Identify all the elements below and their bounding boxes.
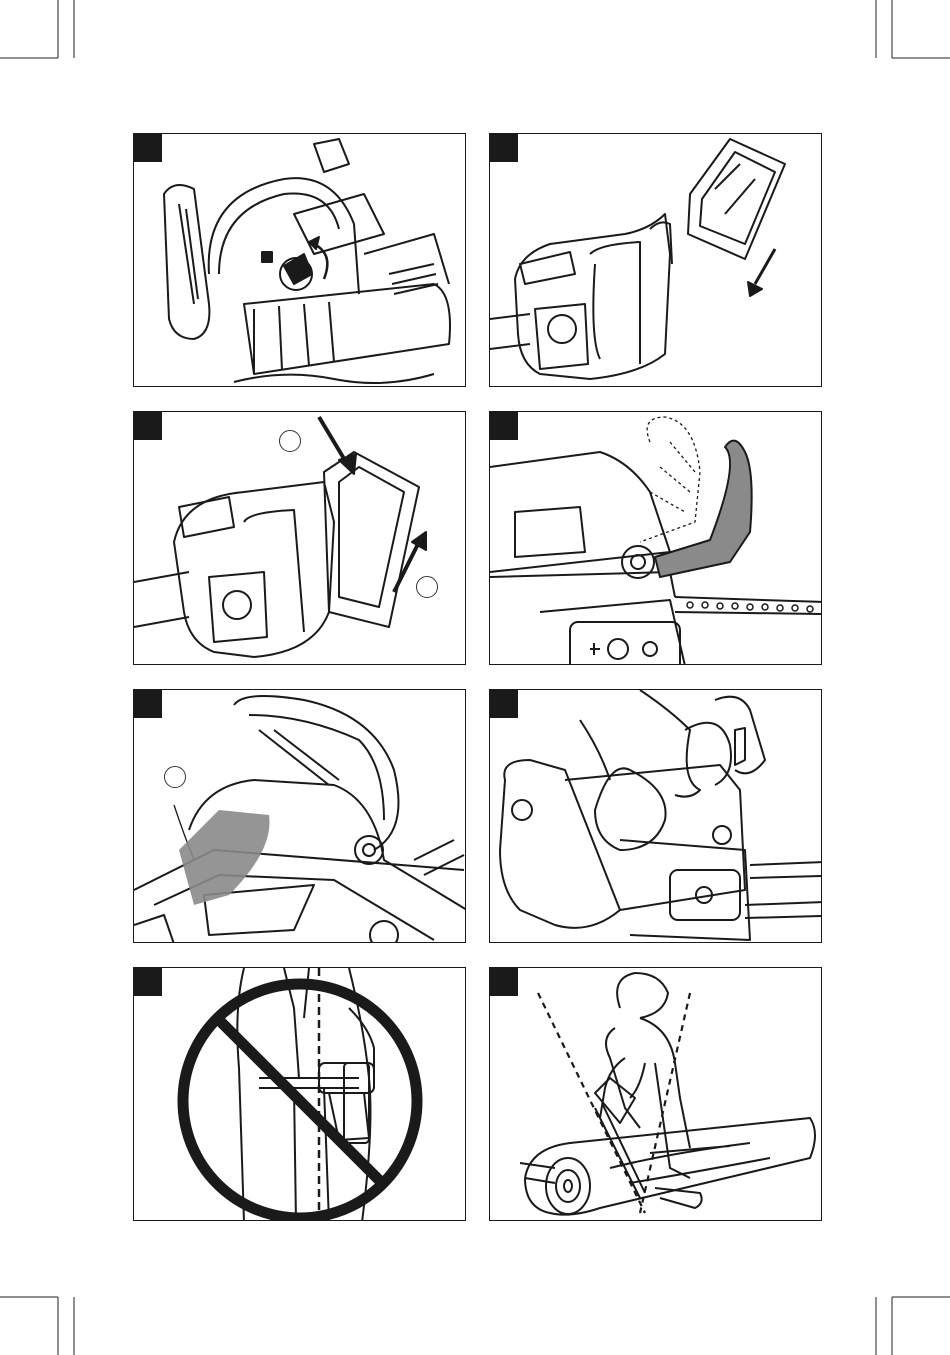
figure-panel-3 (133, 411, 466, 665)
figure-panel-1 (133, 133, 466, 387)
battery-insert-illustration (490, 134, 822, 387)
figure-panel-6 (489, 689, 822, 943)
figure-panel-4 (489, 411, 822, 665)
callout-circle (164, 766, 186, 788)
figure-panel-5 (133, 689, 466, 943)
chain-brake-illustration (490, 412, 822, 665)
rear-handle-illustration (134, 690, 466, 943)
figure-panel-7 (133, 967, 466, 1221)
chainsaw-top-view-illustration (134, 134, 466, 387)
callout-circle-a (279, 430, 301, 452)
figure-panel-8 (489, 967, 822, 1221)
cutting-stance-illustration (490, 968, 822, 1221)
battery-slide-illustration (134, 412, 466, 665)
prohibited-position-illustration (134, 968, 466, 1221)
two-hand-grip-illustration (490, 690, 822, 943)
figure-panel-2 (489, 133, 822, 387)
callout-circle-b (416, 576, 438, 598)
